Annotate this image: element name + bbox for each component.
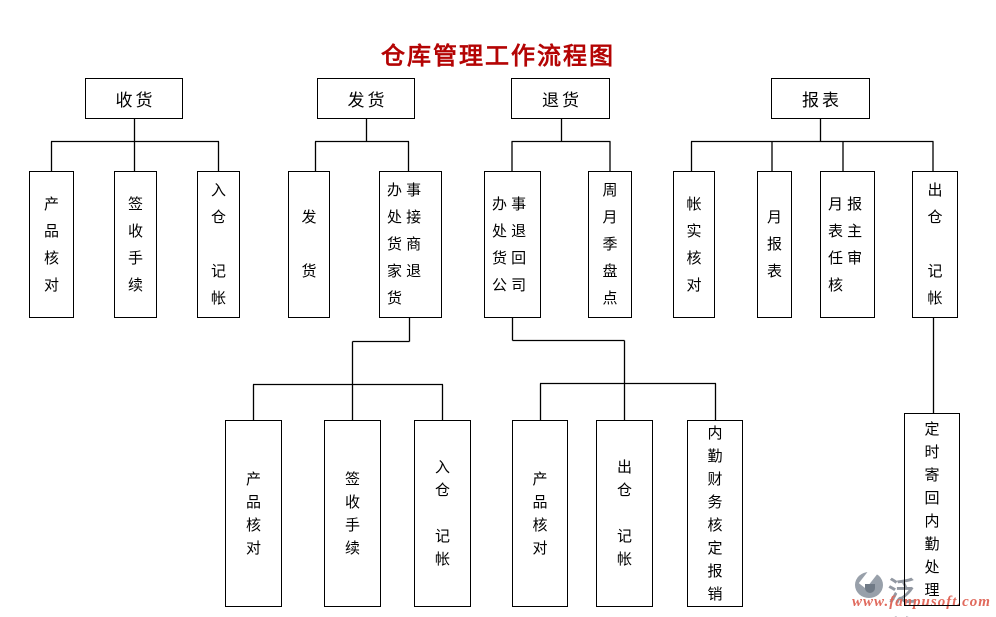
flow-node-periodic-inventory: 周 月 季 盘 点 — [588, 171, 632, 318]
flow-node-label: 发 货 — [301, 209, 317, 280]
flow-node-shipping: 发货 — [317, 78, 415, 119]
flow-node-inbound-booking-2: 入 仓 记 帐 — [414, 420, 471, 607]
flow-node-product-check-3: 产 品 核 对 — [512, 420, 568, 607]
flow-node-label: 办 事 处 接 货 商 家 退 货 — [387, 182, 422, 307]
watermark-url: www.fanpusoft.com — [852, 594, 991, 610]
flow-node-label: 月 报 表 主 任 审 核 — [828, 195, 863, 294]
flow-node-label: 报表 — [802, 91, 842, 110]
watermark-brand: 泛普软件 — [888, 577, 916, 617]
flow-node-product-check: 产 品 核 对 — [29, 171, 74, 318]
flow-node-label: 产 品 核 对 — [245, 470, 261, 557]
flow-node-label: 内 勤 财 务 核 定 报 销 — [707, 424, 723, 603]
flow-node-label: 产 品 核 对 — [43, 195, 59, 294]
flow-node-receiving: 收货 — [85, 78, 183, 119]
flow-node-label: 签 收 手 续 — [344, 470, 360, 557]
flow-node-label: 入 仓 记 帐 — [210, 182, 226, 307]
flow-node-sign-procedure: 签 收 手 续 — [114, 171, 157, 318]
flow-node-label: 产 品 核 对 — [532, 470, 548, 557]
flow-node-product-check-2: 产 品 核 对 — [225, 420, 282, 607]
flow-node-label: 帐 实 核 对 — [686, 195, 702, 294]
flow-node-monthly-report: 月 报 表 — [757, 171, 792, 318]
flow-node-label: 出 仓 记 帐 — [927, 182, 943, 307]
connector-path — [50, 119, 935, 420]
flow-node-account-verify: 帐 实 核 对 — [673, 171, 715, 318]
flow-node-label: 入 仓 记 帐 — [434, 459, 450, 568]
flow-node-report-director-review: 月 报 表 主 任 审 核 — [820, 171, 875, 318]
flow-node-sign-procedure-2: 签 收 手 续 — [324, 420, 381, 607]
flow-node-label: 定 时 寄 回 内 勤 处 理 — [924, 420, 940, 599]
flow-node-reports: 报表 — [771, 78, 870, 119]
flow-node-label: 周 月 季 盘 点 — [602, 182, 618, 307]
fanpu-logo-icon — [855, 567, 886, 599]
flow-node-label: 签 收 手 续 — [127, 195, 143, 294]
flow-node-mail-back-to-office: 定 时 寄 回 内 勤 处 理 — [904, 413, 960, 606]
flow-node-inbound-booking: 入 仓 记 帐 — [197, 171, 240, 318]
flow-node-label: 收货 — [115, 91, 156, 110]
flow-node-label: 退货 — [542, 91, 582, 110]
flow-node-label: 月 报 表 — [766, 209, 782, 280]
flow-node-label: 发货 — [347, 91, 388, 110]
flow-node-outbound-booking-2: 出 仓 记 帐 — [596, 420, 653, 607]
flow-node-office-receive-merchant-return: 办 事 处 接 货 商 家 退 货 — [379, 171, 442, 318]
flow-node-outbound-booking: 出 仓 记 帐 — [912, 171, 958, 318]
flow-node-label: 出 仓 记 帐 — [616, 459, 632, 568]
flow-node-finance-expense-approval: 内 勤 财 务 核 定 报 销 — [687, 420, 743, 607]
flow-node-returns: 退货 — [511, 78, 610, 119]
flow-node-office-return-to-company: 办 事 处 退 货 回 公 司 — [484, 171, 541, 318]
page-title: 仓库管理工作流程图 — [381, 43, 615, 70]
flow-node-ship-goods: 发 货 — [288, 171, 330, 318]
flow-node-label: 办 事 处 退 货 回 公 司 — [492, 195, 527, 294]
